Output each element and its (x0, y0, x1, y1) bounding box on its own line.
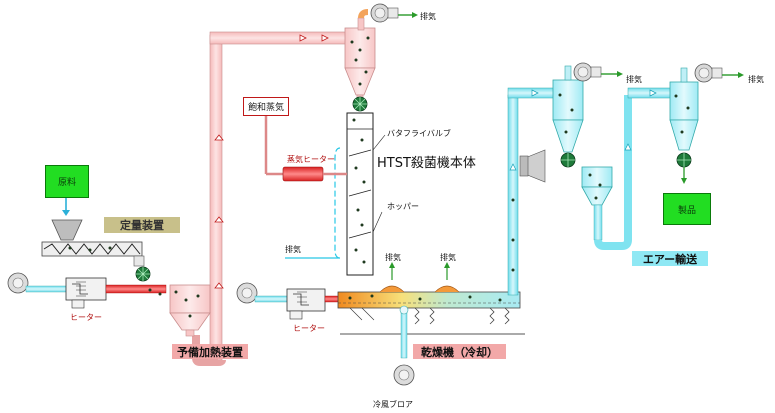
air-transport-label: エアー輸送 (642, 252, 698, 266)
htst-cyclone (344, 3, 418, 102)
exhaust-mid-label: 排気 (285, 245, 301, 254)
dryer-tag: 乾燥機（冷却） (413, 344, 506, 359)
steam-heater-label: 蒸気ヒーター (287, 155, 335, 164)
htst-body-label: HTST殺菌機本体 (377, 156, 476, 171)
preheater-label: 予備加熱装置 (177, 345, 243, 359)
cool-blower-label: 冷風ブロア (373, 400, 413, 409)
top-rotary-valve (352, 96, 368, 112)
dryer-section (236, 262, 525, 386)
product-box: 製品 (663, 193, 711, 225)
particles (68, 36, 690, 318)
product-label: 製品 (677, 205, 696, 216)
hopper-label: ホッパー (387, 202, 419, 211)
air-transport-duct (507, 62, 744, 296)
raw-material-box: 原料 (45, 165, 89, 198)
exhaust-dryer-2-label: 排気 (440, 253, 456, 262)
quant-feeder-label: 定量装置 (120, 219, 164, 232)
raw-material-label: 原料 (57, 178, 76, 188)
saturated-steam-label: 飽和蒸気 (247, 103, 284, 113)
htst-column (285, 112, 386, 276)
heater-left-label: ヒーター (70, 313, 102, 322)
exhaust-top-label: 排気 (420, 12, 436, 21)
exhaust-dryer-1-label: 排気 (385, 253, 401, 262)
saturated-steam-box: 飽和蒸気 (243, 97, 289, 116)
butterfly-valve-label: バタフライバルブ (387, 129, 451, 138)
quant-feeder-tag: 定量装置 (104, 217, 180, 233)
dryer-label: 乾燥機（冷却） (421, 345, 498, 359)
preheat-riser-duct (192, 31, 359, 366)
feed-section (7, 196, 211, 337)
exhaust-cyclone-b-label: 排気 (748, 75, 764, 84)
preheater-tag: 予備加熱装置 (172, 344, 248, 359)
steam-line (264, 114, 347, 182)
air-transport-tag: エアー輸送 (632, 251, 708, 266)
heater-right-label: ヒーター (293, 324, 325, 333)
exhaust-cyclone-a-label: 排気 (626, 75, 642, 84)
